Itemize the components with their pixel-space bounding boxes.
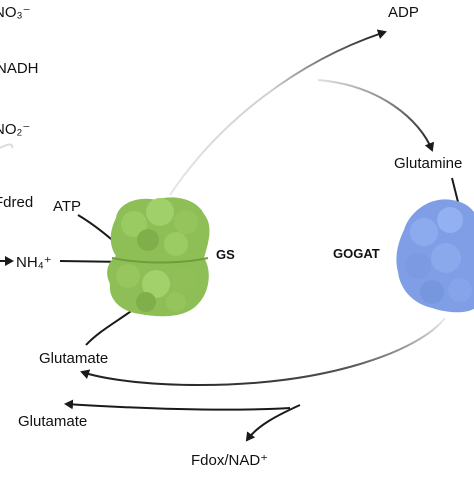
gogat-to-glutamate-arrow	[80, 317, 446, 387]
gogat-enzyme	[396, 199, 474, 313]
gs-to-glutamate-line	[85, 305, 139, 346]
label-glutamine: Glutamine	[394, 155, 462, 172]
nitrate-pathway-arc	[0, 143, 14, 150]
label-fdox-nad: Fdox/NAD⁺	[191, 452, 268, 469]
gs-to-adp-arrow	[169, 29, 387, 196]
label-adp: ADP	[388, 4, 419, 21]
to-glutamine-arrow	[317, 79, 435, 152]
label-glutamate-top: Glutamate	[39, 350, 108, 367]
label-atp: ATP	[53, 198, 81, 215]
label-gs: GS	[216, 247, 235, 262]
label-gogat: GOGAT	[333, 246, 380, 261]
to-fdox-arrow	[245, 404, 301, 442]
label-nh4: NH₄⁺	[16, 254, 52, 271]
to-lower-glutamate-arrow	[64, 399, 291, 411]
label-no3: NO₃⁻	[0, 4, 31, 21]
gs-enzyme	[107, 197, 210, 317]
label-glutamate-bottom: Glutamate	[18, 413, 87, 430]
label-no2: NO₂⁻	[0, 121, 30, 138]
label-nadh: NADH	[0, 60, 39, 77]
label-fdred: Fdred	[0, 194, 33, 211]
